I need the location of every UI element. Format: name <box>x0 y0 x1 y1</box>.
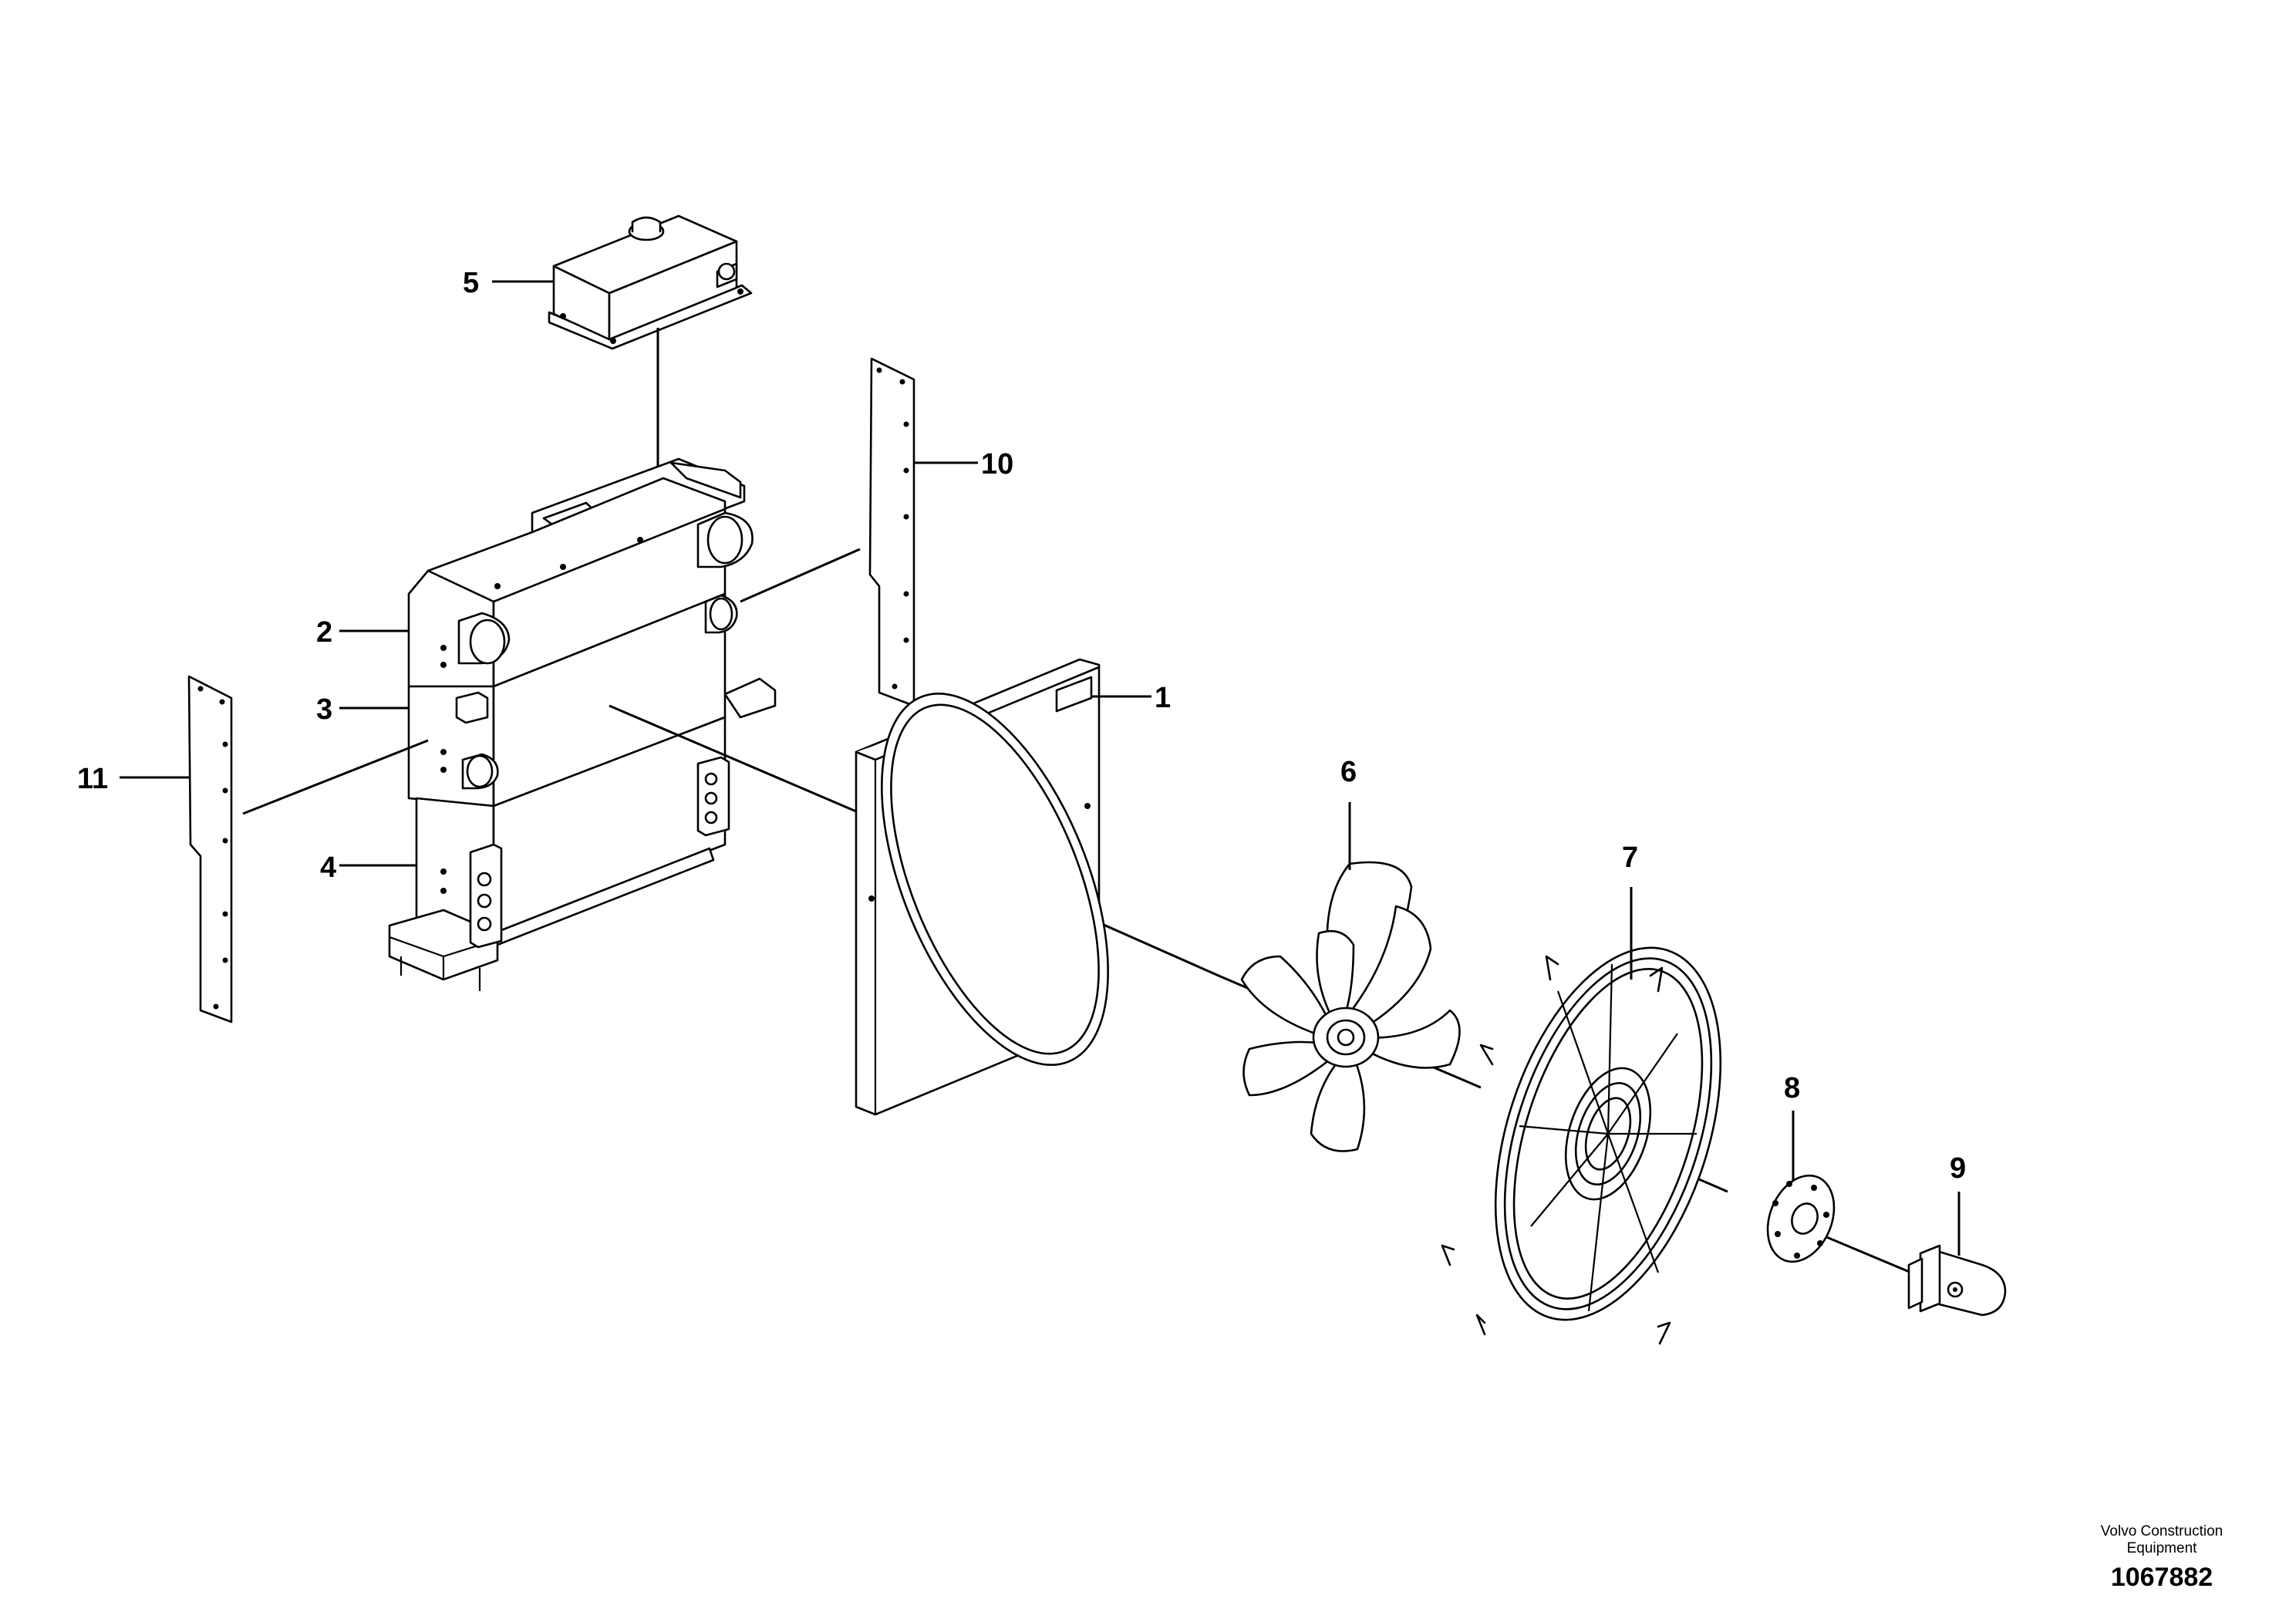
callout-8: 8 <box>1784 1072 1800 1104</box>
callout-6: 6 <box>1340 756 1357 788</box>
company-line-2: Equipment <box>2126 1540 2197 1556</box>
callout-2: 2 <box>316 616 332 649</box>
seal-strip-right <box>868 357 915 707</box>
callout-11: 11 <box>77 763 108 795</box>
credit-block: Volvo Construction Equipment 1067882 <box>2069 1523 2254 1594</box>
expansion-tank <box>548 214 753 350</box>
callout-4: 4 <box>320 851 336 884</box>
radiator-assembly <box>388 457 777 991</box>
flange-plate <box>1766 1174 1836 1263</box>
callout-9: 9 <box>1950 1152 1966 1185</box>
callout-7: 7 <box>1622 841 1638 874</box>
callout-5: 5 <box>463 267 479 299</box>
hydraulic-motor <box>1907 1244 2007 1317</box>
company-line-1: Volvo Construction <box>2100 1523 2224 1539</box>
callout-10: 10 <box>981 448 1013 481</box>
seal-strip-left <box>187 675 233 1023</box>
fan-shroud <box>855 658 1109 1116</box>
drawing-number: 1067882 <box>2110 1563 2213 1592</box>
callout-3: 3 <box>316 693 332 726</box>
callout-1: 1 <box>1155 682 1171 714</box>
fan-guard <box>1441 946 1722 1345</box>
cooling-fan <box>1240 861 1461 1152</box>
